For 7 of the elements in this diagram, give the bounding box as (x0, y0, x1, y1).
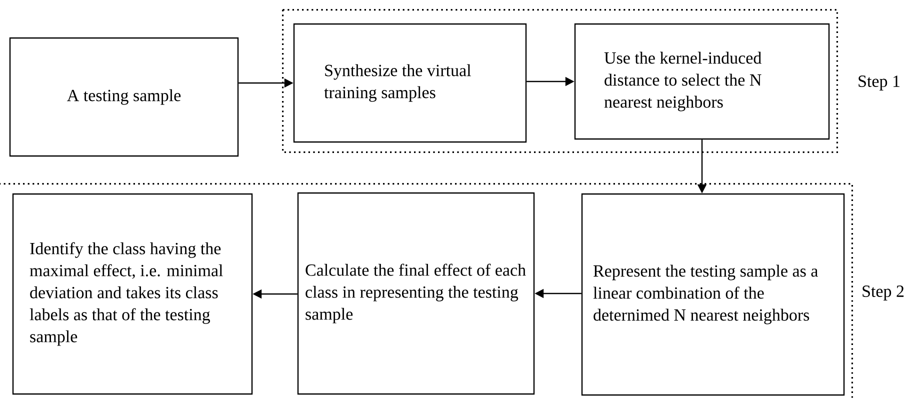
process-box: Calculate the final effect of each class in representing the testing sample (297, 192, 535, 395)
process-box: Identify the class having the maximal effect, i.e. minimal deviation and takes its class labels as that of the testing sample (12, 193, 253, 395)
process-box: Represent the testing sample as a linear combination of the deternimed N nearest neighbors (581, 193, 845, 396)
process-box: Use the kernel-induced distance to select the N nearest neighbors (574, 23, 830, 140)
process-box: A testing sample (9, 37, 239, 157)
process-box: Synthesize the virtual training samples (293, 23, 527, 143)
node-label: Step 1 (858, 76, 900, 90)
